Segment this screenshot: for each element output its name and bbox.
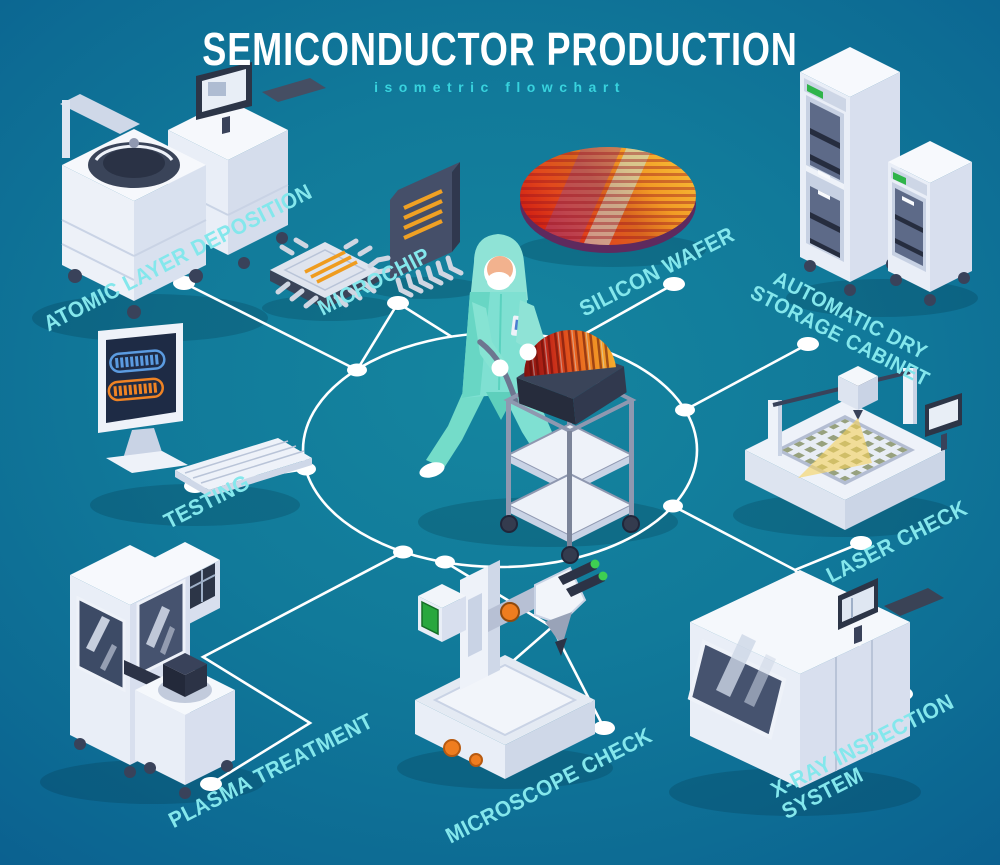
- laser-head: [838, 366, 878, 420]
- plasma-front-unit: [135, 653, 235, 785]
- connector-dot: [797, 337, 819, 351]
- xray-keyboard: [884, 588, 944, 616]
- microscope-green-screen: [418, 584, 466, 642]
- connector-dot: [173, 276, 195, 290]
- header: SEMICONDUCTOR PRODUCTION isometric flowc…: [0, 24, 1000, 95]
- connector-line: [397, 301, 453, 339]
- microchip-illustration: [270, 162, 464, 309]
- connector-line: [571, 282, 675, 343]
- tall-cabinet: [800, 47, 900, 296]
- microscope-illustration: [415, 559, 608, 779]
- connector-dot: [663, 277, 685, 291]
- laser-beam: [798, 418, 872, 478]
- connector-line: [684, 342, 809, 412]
- connector-dot: [387, 296, 409, 310]
- glove-left: [491, 359, 509, 377]
- silicon-wafer-illustration: [520, 147, 696, 253]
- flat-chip: [270, 237, 380, 309]
- plasma-treatment-illustration: [70, 542, 235, 799]
- testing-computer-illustration: [98, 323, 312, 497]
- microscope-head: [534, 559, 608, 656]
- page-subtitle: isometric flowchart: [374, 79, 626, 95]
- connector-dot: [675, 403, 695, 417]
- connector-dot: [200, 777, 222, 791]
- connector-dot: [347, 363, 367, 377]
- laser-check-illustration: [745, 366, 962, 530]
- xray-monitor: [838, 578, 878, 644]
- connector-dot: [593, 721, 615, 735]
- page-title: SEMICONDUCTOR PRODUCTION: [202, 24, 798, 76]
- xray-inspection-illustration: [687, 570, 944, 788]
- glove-right: [519, 343, 537, 361]
- storage-cabinet-illustration: [800, 47, 972, 306]
- laser-monitor: [925, 393, 962, 451]
- ald-machine-illustration: [60, 62, 326, 319]
- xray-window: [687, 639, 787, 740]
- ald-keyboard-tray: [262, 78, 326, 102]
- connector-line: [355, 302, 400, 371]
- connector-line: [200, 550, 404, 786]
- standing-chip: [367, 162, 464, 298]
- connector-dot: [393, 545, 413, 559]
- connector-line: [183, 281, 358, 372]
- short-cabinet: [888, 141, 972, 306]
- connector-dot: [435, 555, 455, 569]
- connector-dot: [663, 499, 683, 513]
- testing-keyboard: [175, 438, 312, 497]
- connector-dot: [850, 536, 872, 550]
